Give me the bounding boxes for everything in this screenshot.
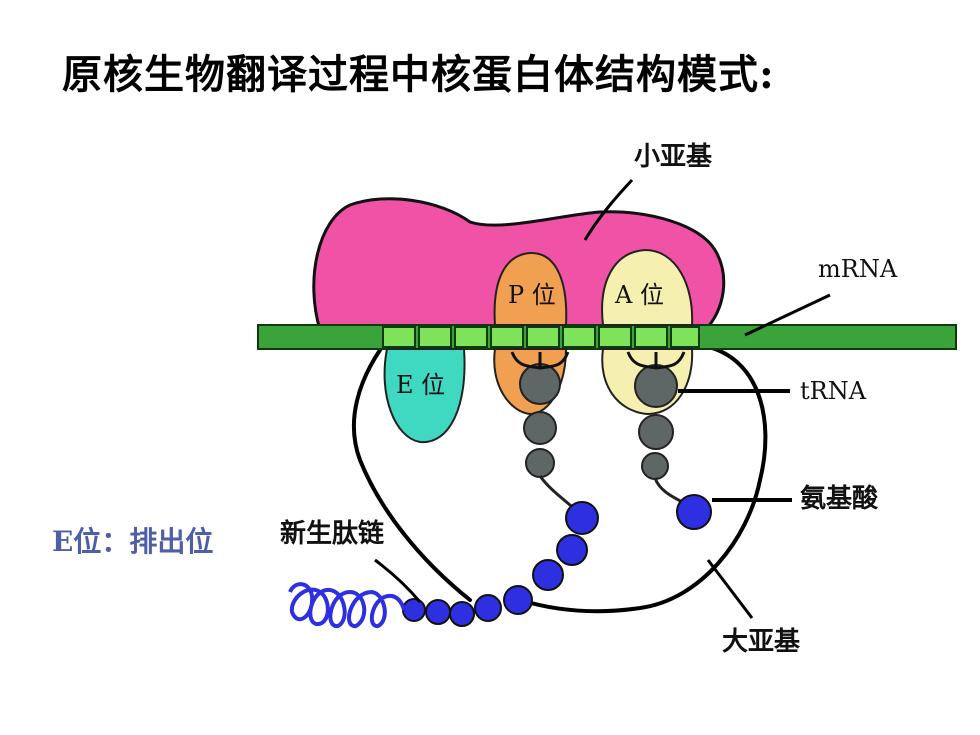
trna-p-anticodon <box>510 351 570 370</box>
codon-box <box>418 326 452 348</box>
trna-segment <box>519 363 561 405</box>
codon-box <box>382 326 416 348</box>
large-subunit-label: 大亚基 <box>722 627 801 657</box>
trna-segment <box>634 364 678 408</box>
small-subunit-label: 小亚基 <box>634 142 713 172</box>
codon-box <box>598 326 632 348</box>
trna-segment <box>641 452 669 480</box>
page-title: 原核生物翻译过程中核蛋白体结构模式: <box>62 51 775 98</box>
pointer-large-subunit <box>706 559 754 619</box>
peptide-residue <box>449 601 475 627</box>
trna-segment <box>523 411 557 445</box>
nascent-peptide-label: 新生肽链 <box>280 518 384 549</box>
p-site <box>493 251 568 326</box>
amino-acid-label: 氨基酸 <box>800 483 879 514</box>
a-site <box>601 248 694 326</box>
peptide-chain <box>402 501 599 627</box>
mrna-label: mRNA <box>818 255 898 283</box>
trna-a-anticodon <box>626 351 686 370</box>
codon-box <box>526 326 560 348</box>
trna-segment <box>638 414 674 450</box>
trna-label: tRNA <box>800 377 867 405</box>
codon-box <box>634 326 668 348</box>
codon-box <box>454 326 488 348</box>
p-site-label: P 位 <box>508 281 556 309</box>
trna-p-site <box>519 363 561 478</box>
codon-box <box>562 326 596 348</box>
peptide-residue <box>565 501 599 535</box>
peptide-residue <box>503 585 533 615</box>
amino-acid <box>676 494 712 530</box>
peptide-residue <box>556 534 588 566</box>
peptide-residue <box>474 594 502 622</box>
a-site-label: A 位 <box>614 281 664 309</box>
peptide-helix <box>288 582 407 628</box>
pointer-small-subunit <box>583 178 634 241</box>
e-site-label: E 位 <box>396 371 445 399</box>
e-site <box>383 348 466 444</box>
peptide-residue <box>532 559 564 591</box>
codon-boxes <box>382 326 700 348</box>
peptide-residue <box>402 598 426 622</box>
trna-a-site <box>634 364 678 480</box>
trna-segment <box>525 448 555 478</box>
codon-box <box>670 326 700 348</box>
pointer-mrna <box>744 293 831 337</box>
pointer-nascent-peptide <box>374 558 422 603</box>
peptide-residue <box>425 599 451 625</box>
e-site-note: E位：排出位 <box>52 525 214 558</box>
codon-box <box>490 326 524 348</box>
